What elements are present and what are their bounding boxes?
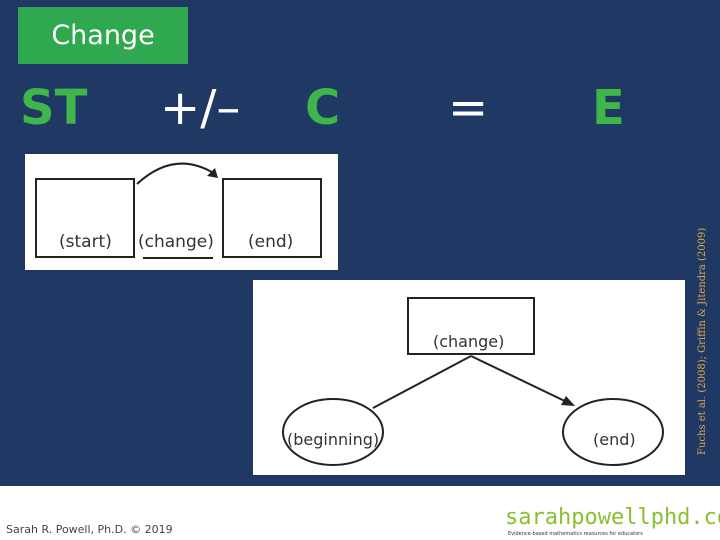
slide-body: Change ST +/– C = E Fuchs et al. (2008);… [0,0,720,486]
branch-change-diagram: (change) (beginning) (end) [253,280,685,475]
citation: Fuchs et al. (2008); Griffin & Jitendra … [697,227,708,455]
label-end: (end) [593,430,636,449]
footer-author: Sarah R. Powell, Ph.D. © 2019 [6,523,173,536]
logo: sarahpowellphd.com [505,505,720,530]
linear-change-diagram: (start) (change) (end) [25,154,338,270]
label-beginning: (beginning) [287,430,380,449]
equation-operator: +/– [160,80,241,136]
label-end: (end) [248,232,294,252]
equation-equals: = [448,80,489,136]
label-change: (change) [433,332,505,351]
slide-title: Change [18,7,188,64]
diagram-shapes [282,297,664,466]
label-start: (start) [59,232,112,252]
logo-tagline: Evidence-based mathematics resources for… [508,531,643,537]
arrow-icon [136,162,218,259]
label-change: (change) [138,232,214,252]
equation-end: E [592,80,625,136]
equation-start: ST [20,80,88,136]
start-box [35,178,135,258]
end-box [222,178,322,258]
equation-change: C [305,80,341,136]
